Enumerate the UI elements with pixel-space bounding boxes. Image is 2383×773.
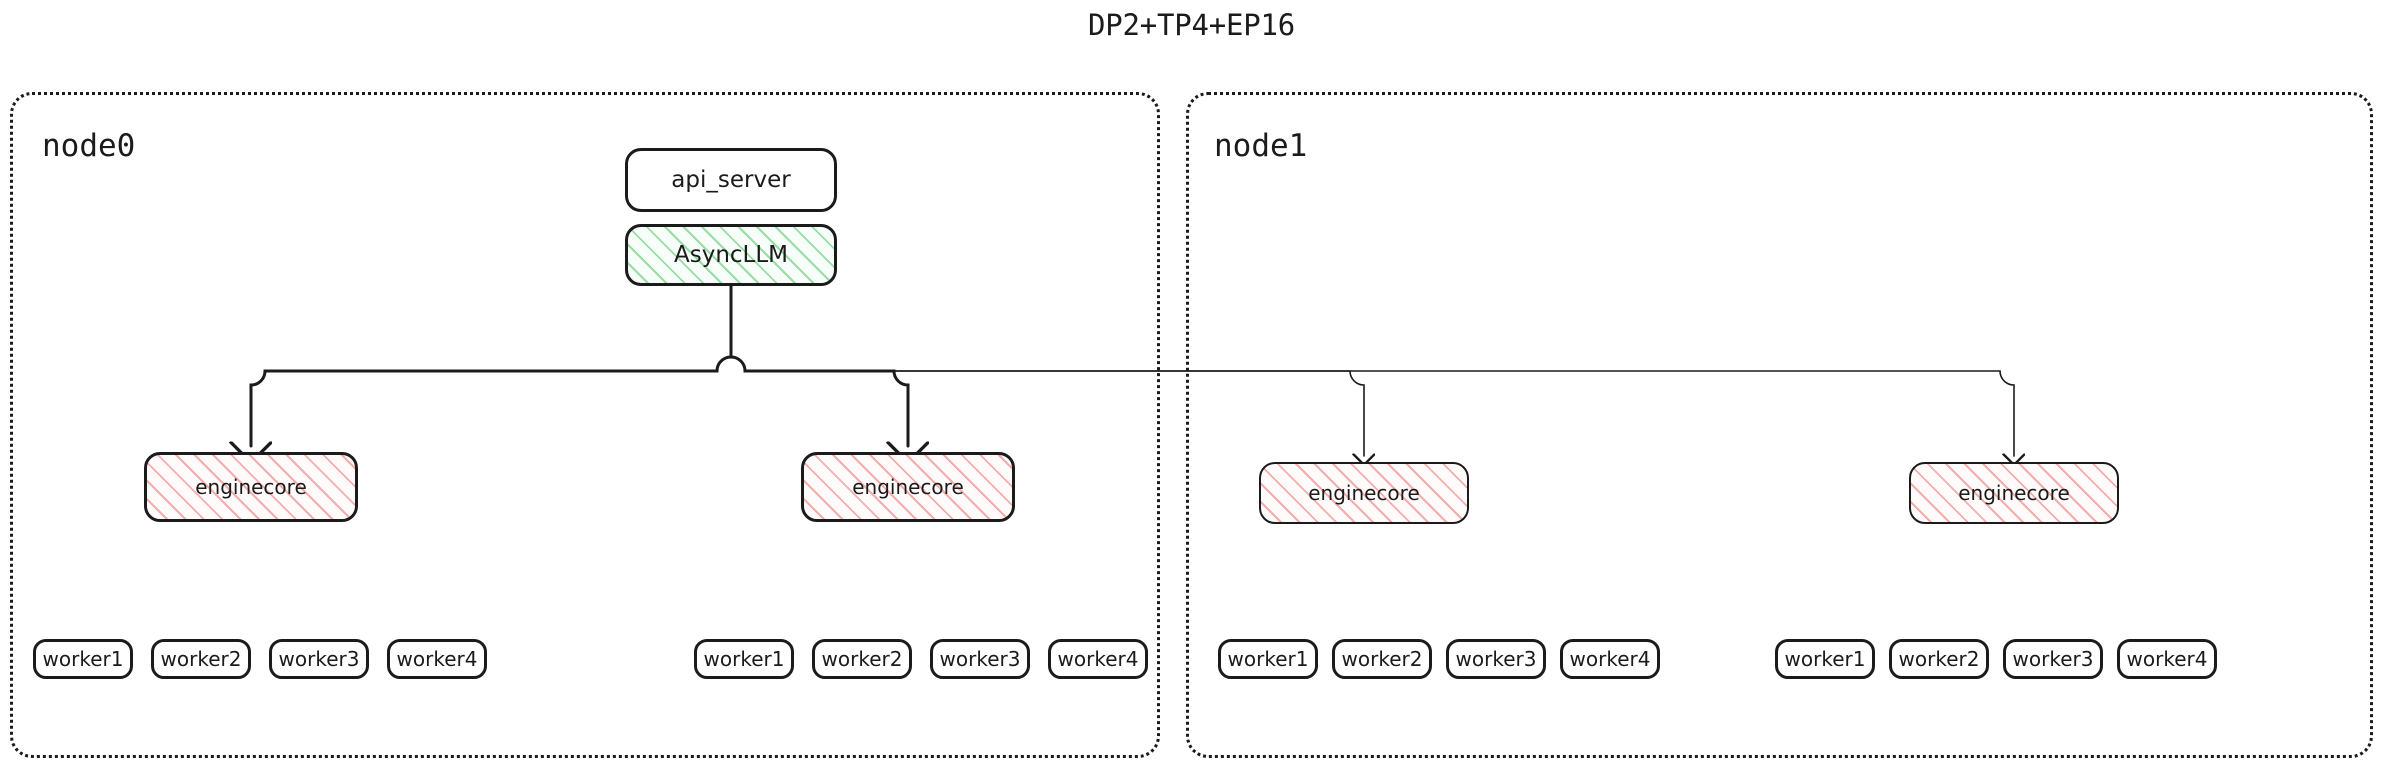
node0-group1-worker4-label: worker4 [1057, 647, 1139, 671]
node0-group1-worker1-label: worker1 [703, 647, 785, 671]
node0-enginecore-0[interactable]: enginecore [144, 452, 358, 522]
node0-asyncllm-label: AsyncLLM [673, 242, 789, 268]
node0-group1-worker2-label: worker2 [821, 647, 903, 671]
node0-group0-worker3-label: worker3 [278, 647, 360, 671]
node1-group0-worker3[interactable]: worker3 [1446, 639, 1546, 679]
node0-group1-worker4[interactable]: worker4 [1048, 639, 1148, 679]
node1-group0-worker4[interactable]: worker4 [1560, 639, 1660, 679]
node0-group0-worker4[interactable]: worker4 [387, 639, 487, 679]
node1-group0-worker1-label: worker1 [1227, 647, 1309, 671]
node1-group1-worker1-label: worker1 [1784, 647, 1866, 671]
node-label-node1: node1 [1214, 128, 1308, 164]
node0-asyncllm[interactable]: AsyncLLM [625, 224, 837, 286]
node1-group1-worker3[interactable]: worker3 [2003, 639, 2103, 679]
node0-group1-worker3[interactable]: worker3 [930, 639, 1030, 679]
node1-group1-worker4-label: worker4 [2126, 647, 2208, 671]
node1-group1-worker1[interactable]: worker1 [1775, 639, 1875, 679]
node0-group0-worker2-label: worker2 [160, 647, 242, 671]
node0-enginecore-1[interactable]: enginecore [801, 452, 1015, 522]
node1-group1-worker4[interactable]: worker4 [2117, 639, 2217, 679]
node1-enginecore-0[interactable]: enginecore [1259, 462, 1469, 524]
node0-group0-worker2[interactable]: worker2 [151, 639, 251, 679]
node1-group0-worker4-label: worker4 [1569, 647, 1651, 671]
node0-group0-worker4-label: worker4 [396, 647, 478, 671]
node1-group1-worker3-label: worker3 [2012, 647, 2094, 671]
node1-group0-worker3-label: worker3 [1455, 647, 1537, 671]
node0-enginecore-0-label: enginecore [195, 475, 307, 499]
page-title: DP2+TP4+EP16 [1087, 8, 1296, 42]
node0-api-server-label: api_server [671, 167, 791, 193]
node1-enginecore-1[interactable]: enginecore [1909, 462, 2119, 524]
node1-enginecore-0-label: enginecore [1308, 481, 1420, 505]
node1-group0-worker2[interactable]: worker2 [1332, 639, 1432, 679]
node0-group1-worker3-label: worker3 [939, 647, 1021, 671]
node0-group0-worker3[interactable]: worker3 [269, 639, 369, 679]
node1-group0-worker2-label: worker2 [1341, 647, 1423, 671]
node0-api-server[interactable]: api_server [625, 148, 837, 212]
node0-group0-worker1-label: worker1 [42, 647, 124, 671]
node0-group1-worker2[interactable]: worker2 [812, 639, 912, 679]
node1-enginecore-1-label: enginecore [1958, 481, 2070, 505]
node0-group1-worker1[interactable]: worker1 [694, 639, 794, 679]
node0-group0-worker1[interactable]: worker1 [33, 639, 133, 679]
node1-group1-worker2-label: worker2 [1898, 647, 1980, 671]
node0-enginecore-1-label: enginecore [852, 475, 964, 499]
node1-group1-worker2[interactable]: worker2 [1889, 639, 1989, 679]
node-label-node0: node0 [42, 128, 136, 164]
node1-group0-worker1[interactable]: worker1 [1218, 639, 1318, 679]
